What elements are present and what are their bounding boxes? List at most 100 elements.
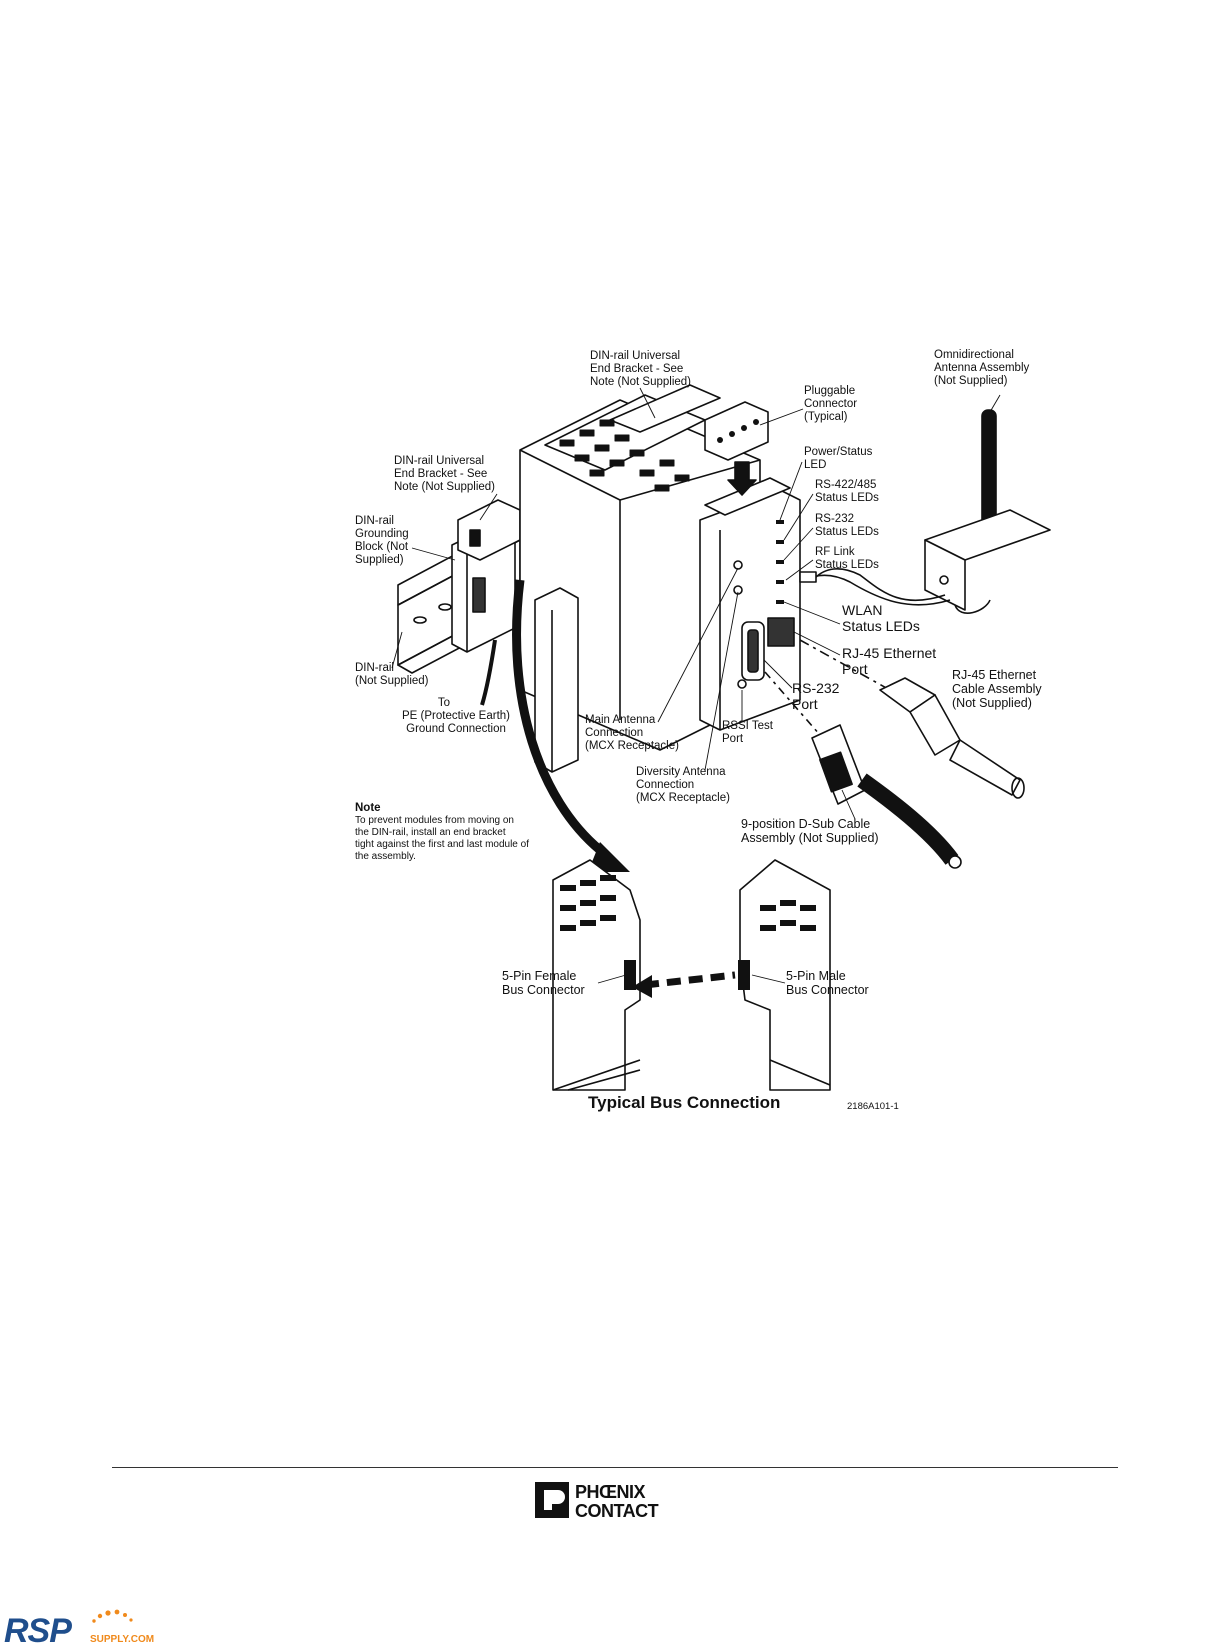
label-line: Connector — [804, 397, 858, 410]
label-line: DIN-rail Universal — [590, 350, 681, 362]
label-wlan-leds: WLAN Status LEDs — [842, 602, 920, 634]
label-line: Status LEDs — [815, 525, 879, 538]
label-omni-antenna: Omnidirectional Antenna Assembly (Not Su… — [934, 349, 1029, 388]
watermark-dots — [92, 1609, 133, 1623]
label-rf-link-leds: RF Link Status LEDs — [815, 546, 879, 572]
label-line: DIN-rail — [355, 662, 394, 674]
logo-text-top: PHŒNIX — [575, 1482, 646, 1502]
watermark-sub-text: SUPPLY.COM — [90, 1634, 154, 1644]
bus-connection-drawing — [552, 859, 831, 1091]
logo-mark — [552, 1490, 565, 1504]
label-dsub-cable: 9-position D-Sub Cable Assembly (Not Sup… — [741, 817, 879, 845]
label-rs232-port: RS-232 Port — [792, 680, 840, 712]
label-line: Bus Connector — [786, 983, 869, 997]
label-rssi-port: RSSI Test Port — [722, 720, 773, 746]
label-line: End Bracket - See — [394, 467, 488, 480]
label-din-end-bracket-top: DIN-rail Universal End Bracket - See Not… — [590, 350, 691, 389]
figure-caption: Typical Bus Connection — [588, 1093, 781, 1112]
label-line: DIN-rail Universal — [394, 455, 485, 467]
label-line: Status LEDs — [842, 617, 920, 634]
antenna-drawing — [799, 409, 1051, 614]
label-rj45-port: RJ-45 Ethernet Port — [842, 645, 937, 677]
label-line: Bus Connector — [502, 983, 585, 997]
label-line: Cable Assembly — [952, 682, 1042, 696]
label-power-status-led: Power/Status LED — [804, 446, 872, 472]
label-line: (MCX Receptacle) — [585, 739, 679, 752]
label-din-end-bracket-left: DIN-rail Universal End Bracket - See Not… — [394, 455, 495, 494]
watermark-main-text: RSP — [4, 1612, 72, 1644]
label-line: (Not Supplied) — [952, 696, 1032, 710]
label-line: Antenna Assembly — [934, 361, 1030, 374]
label-female-bus: 5-Pin Female Bus Connector — [502, 969, 585, 997]
label-line: RS-232 — [815, 513, 854, 525]
label-line: Status LEDs — [815, 491, 879, 504]
label-line: Pluggable — [804, 385, 856, 397]
label-main-antenna: Main Antenna Connection (MCX Receptacle) — [585, 714, 679, 753]
label-diversity-antenna: Diversity Antenna Connection (MCX Recept… — [636, 766, 730, 805]
figure-id: 2186A101-1 — [847, 1101, 899, 1112]
label-line: Connection — [585, 726, 644, 739]
label-line: Omnidirectional — [934, 349, 1014, 361]
label-pe-ground: To PE (Protective Earth) Ground Connecti… — [380, 697, 532, 736]
note-line: the DIN-rail, install an end bracket — [355, 827, 506, 839]
label-line: RJ-45 Ethernet — [842, 645, 937, 661]
module-stack-drawing — [519, 384, 801, 751]
note-title: Note — [355, 802, 381, 814]
label-line: Port — [842, 660, 868, 677]
label-line: Note (Not Supplied) — [590, 375, 691, 388]
pe-wire — [480, 639, 497, 706]
label-line: RSSI Test — [722, 720, 773, 732]
label-line: (Not Supplied) — [934, 374, 1008, 387]
note-line: the assembly. — [355, 851, 416, 863]
label-line: 9-position D-Sub Cable — [741, 817, 871, 831]
callout-arrow — [512, 579, 603, 854]
logo-mark — [544, 1490, 552, 1510]
label-line: Status LEDs — [815, 558, 879, 571]
note-block: Note To prevent modules from moving on t… — [355, 802, 529, 864]
end-bracket-front-drawing — [534, 587, 579, 773]
label-rs232-leds: RS-232 Status LEDs — [815, 513, 879, 539]
note-line: To prevent modules from moving on — [355, 814, 514, 826]
label-line: Block (Not — [355, 540, 409, 553]
label-line: Supplied) — [355, 553, 404, 566]
rsp-supply-watermark: RSP SUPPLY.COM — [4, 1609, 154, 1644]
label-line: Power/Status — [804, 446, 873, 458]
label-line: Note (Not Supplied) — [394, 480, 495, 493]
label-rj45-cable: RJ-45 Ethernet Cable Assembly (Not Suppl… — [952, 668, 1042, 710]
label-line: (Not Supplied) — [355, 674, 429, 687]
label-line: WLAN — [842, 602, 883, 618]
label-line: End Bracket - See — [590, 362, 684, 375]
label-line: Ground Connection — [406, 722, 506, 735]
label-line: RJ-45 Ethernet — [952, 668, 1037, 682]
label-line: RS-422/485 — [815, 479, 877, 491]
label-line: 5-Pin Female — [502, 969, 577, 983]
dsub-cable-drawing — [764, 671, 962, 869]
label-line: Main Antenna — [585, 714, 656, 726]
label-line: Connection — [636, 778, 695, 791]
label-line: Diversity Antenna — [636, 766, 726, 778]
label-line: Assembly (Not Supplied) — [741, 831, 879, 845]
pluggable-connector-drawing — [704, 401, 769, 496]
label-line: (MCX Receptacle) — [636, 791, 730, 804]
rj45-cable-drawing — [799, 639, 1025, 799]
label-line: LED — [804, 458, 827, 471]
label-pluggable-connector: Pluggable Connector (Typical) — [804, 385, 857, 424]
footer-rule — [112, 1467, 1118, 1468]
label-line: To — [437, 697, 451, 709]
label-line: Port — [722, 732, 744, 745]
label-line: 5-Pin Male — [786, 969, 846, 983]
label-line: Grounding — [355, 527, 409, 540]
note-line: tight against the first and last module … — [355, 839, 529, 851]
label-line: RF Link — [815, 546, 855, 558]
label-line: Port — [792, 695, 818, 712]
label-line: PE (Protective Earth) — [401, 709, 510, 722]
logo-text-bottom: CONTACT — [575, 1501, 659, 1520]
end-bracket-left-drawing — [457, 499, 521, 561]
label-line: DIN-rail — [355, 515, 394, 527]
label-male-bus: 5-Pin Male Bus Connector — [786, 969, 869, 997]
leader-lines — [391, 387, 1001, 984]
label-line: (Typical) — [804, 410, 848, 423]
label-line: RS-232 — [792, 680, 840, 696]
